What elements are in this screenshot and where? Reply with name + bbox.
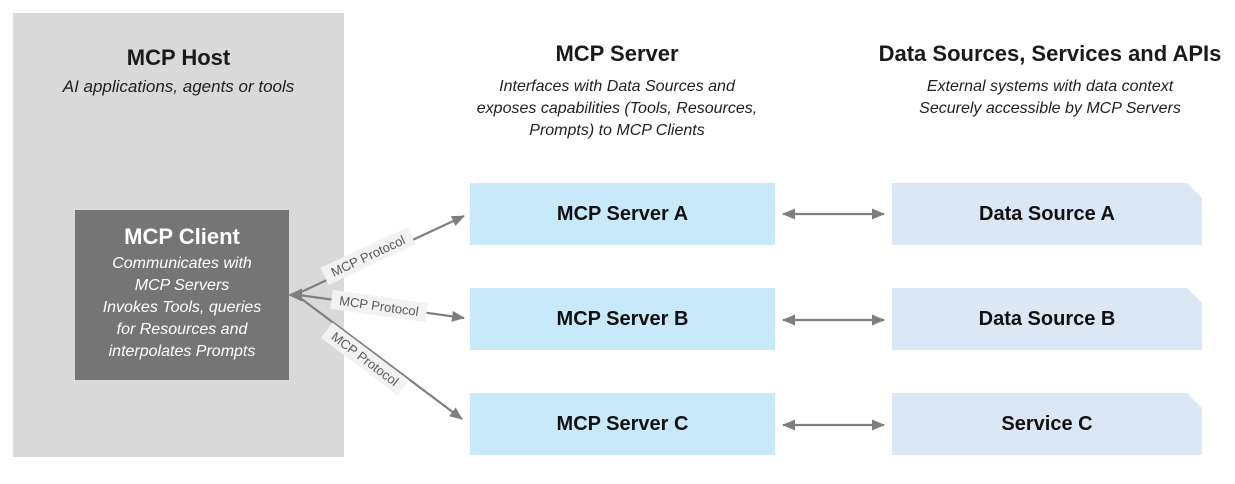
servers-subtitle-line: Interfaces with Data Sources and	[499, 78, 735, 95]
client-description-line: for Resources and	[116, 321, 248, 338]
host-title: MCP Host	[126, 45, 231, 70]
mcp-protocol-label-b: MCP Protocol	[330, 289, 428, 323]
servers-subtitle-line: Prompts) to MCP Clients	[529, 122, 705, 139]
data-source-a-box: Data Source A	[892, 183, 1202, 245]
mcp-server-a-box: MCP Server A	[470, 183, 775, 245]
client-title: MCP Client	[124, 224, 240, 249]
host-subtitle: AI applications, agents or tools	[62, 77, 295, 96]
servers-column-header: MCP Server Interfaces with Data Sources …	[437, 40, 797, 142]
mcp-server-c-box: MCP Server C	[470, 393, 775, 455]
sources-subtitle-line: Securely accessible by MCP Servers	[919, 100, 1181, 117]
mcp-server-a-label: MCP Server A	[556, 202, 689, 225]
client-description-line: MCP Servers	[134, 277, 230, 294]
servers-subtitle: Interfaces with Data Sources and exposes…	[437, 76, 797, 142]
mcp-client-box: MCP Client Communicates with MCP Servers…	[75, 210, 289, 380]
data-source-b-box: Data Source B	[892, 288, 1202, 350]
client-description-line: Communicates with	[112, 255, 252, 272]
mcp-host-panel: MCP Host AI applications, agents or tool…	[13, 13, 344, 457]
client-description: Communicates with MCP Servers Invokes To…	[75, 253, 289, 363]
servers-subtitle-line: exposes capabilities (Tools, Resources,	[476, 100, 758, 117]
data-source-b-label: Data Source B	[978, 307, 1116, 330]
servers-title: MCP Server	[555, 41, 679, 66]
data-source-a-label: Data Source A	[979, 202, 1115, 225]
mcp-server-b-box: MCP Server B	[470, 288, 775, 350]
sources-subtitle-line: External systems with data context	[926, 78, 1174, 95]
client-description-line: interpolates Prompts	[108, 343, 256, 360]
service-c-label: Service C	[1001, 412, 1093, 435]
mcp-server-c-label: MCP Server C	[556, 412, 689, 435]
service-c-box: Service C	[892, 393, 1202, 455]
sources-column-header: Data Sources, Services and APIs External…	[855, 40, 1235, 120]
sources-title: Data Sources, Services and APIs	[878, 41, 1222, 66]
mcp-server-b-label: MCP Server B	[556, 307, 689, 330]
sources-subtitle: External systems with data context Secur…	[855, 76, 1235, 120]
client-description-line: Invokes Tools, queries	[102, 299, 262, 316]
